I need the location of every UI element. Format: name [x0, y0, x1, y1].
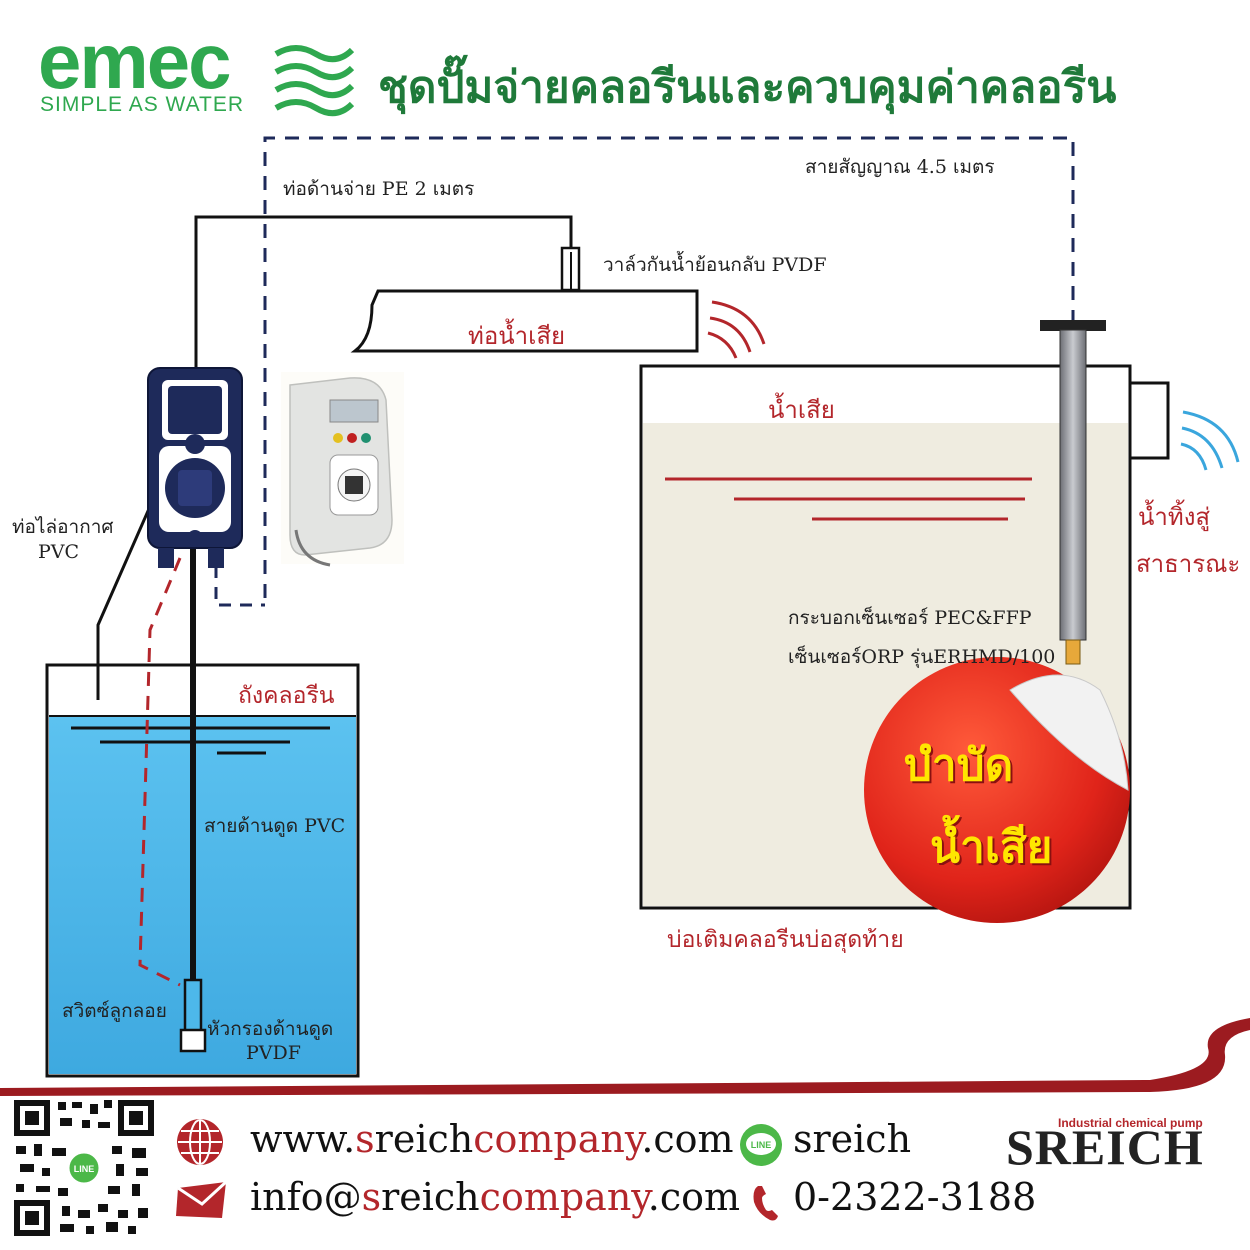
brand-logo: SREICH — [1006, 1119, 1204, 1175]
waste-pipe — [350, 289, 699, 353]
emec-logo: emec — [38, 17, 231, 105]
qr-code-icon: LINE — [14, 1100, 154, 1236]
phone-number[interactable]: 0-2322-3188 — [793, 1175, 1037, 1219]
signal-cable-pump-line — [214, 545, 265, 607]
line-id[interactable]: sreich — [793, 1117, 912, 1161]
air-vent-line — [96, 469, 168, 700]
phone-icon — [753, 1186, 778, 1221]
float-switch-cable — [138, 557, 182, 987]
discharge-public-label-2: สาธารณะ — [1136, 550, 1241, 578]
dosing-pump — [147, 367, 243, 568]
check-valve-label: วาล์วกันน้ำย้อนกลับ PVDF — [603, 254, 827, 276]
brand-tagline: Industrial chemical pump — [1058, 1116, 1203, 1130]
website-link[interactable]: www.sreichcompany.com — [250, 1117, 734, 1161]
air-vent-label-1: ท่อไล่อากาศ — [12, 516, 114, 538]
orp-sensor-label: เซ็นเซอร์ORP รุ่นERHMD/100 — [788, 646, 1056, 668]
sensor-holder — [1059, 329, 1087, 641]
signal-cable-label: สายสัญญาณ 4.5 เมตร — [805, 156, 995, 178]
mail-icon — [176, 1180, 228, 1218]
badge-text-1: บำบัด — [904, 740, 1014, 791]
orp-sensor — [1065, 639, 1081, 665]
waste-water-label: น้ำเสีย — [768, 396, 835, 424]
foot-filter — [183, 978, 203, 1034]
discharge-pipe-label: ท่อด้านจ่าย PE 2 เมตร — [283, 178, 475, 200]
badge-text-2: น้ำเสีย — [930, 822, 1053, 873]
svg-text:LINE: LINE — [74, 1164, 95, 1174]
chlorine-tank-label: ถังคลอรีน — [238, 683, 335, 709]
float-switch-label: สวิตซ์ลูกลอย — [62, 1000, 167, 1022]
waste-pipe-label: ท่อน้ำเสีย — [468, 322, 566, 350]
globe-icon — [177, 1119, 223, 1165]
svg-text:LINE: LINE — [751, 1140, 772, 1150]
sensor-holder-label: กระบอกเซ็นเซอร์ PEC&FFP — [788, 607, 1032, 629]
signal-cable-line — [263, 136, 1075, 598]
wave-logo-icon — [274, 45, 354, 117]
discharge-pipe-line — [194, 215, 573, 375]
discharge-public-label-1: น้ำทิ้งสู่ — [1138, 503, 1211, 531]
pump-photo — [281, 372, 404, 567]
page-title: ชุดปั๊มจ่ายคลอรีนและควบคุมค่าคลอรีน — [378, 62, 1117, 113]
tank-water — [49, 716, 356, 1074]
suction-line-label: สายด้านดูด PVC — [204, 815, 346, 837]
emec-tagline: SIMPLE AS WATER — [40, 93, 245, 116]
outlet-pipe — [1128, 381, 1170, 460]
line-app-icon: LINE — [740, 1124, 782, 1166]
email-link[interactable]: info@sreichcompany.com — [250, 1175, 741, 1219]
foot-filter-label-1: หัวกรองด้านดูด — [207, 1018, 334, 1040]
sensor-holder-flange — [1040, 320, 1106, 331]
qr-code[interactable]: LINE — [12, 1098, 156, 1238]
footer-swoosh — [0, 1018, 1250, 1096]
foot-filter-label-2: PVDF — [246, 1042, 301, 1064]
air-vent-label-2: PVC — [38, 541, 80, 563]
final-pond-label: บ่อเติมคลอรีนบ่อสุดท้าย — [667, 927, 904, 953]
